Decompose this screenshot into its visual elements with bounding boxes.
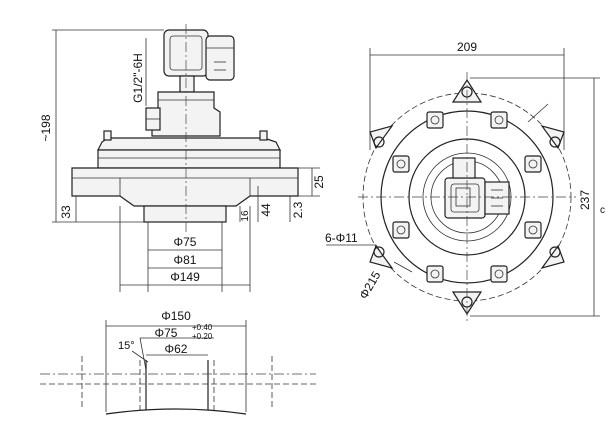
height-dimension: ~198: [39, 114, 53, 141]
top-view: 209 237: [325, 40, 600, 322]
dim-33: 33: [59, 205, 73, 219]
dim-phi149: Φ149: [170, 270, 200, 284]
stray-mark: c: [600, 205, 605, 216]
dim-phi150: Φ150: [161, 309, 191, 323]
dim-2-3: 2.3: [291, 201, 305, 218]
valve-body: [71, 167, 299, 207]
valve-flange: [97, 149, 281, 169]
dim-phi75-tol: Φ75: [155, 326, 178, 340]
dim-44: 44: [259, 203, 273, 217]
valve-cover: [97, 137, 281, 151]
tank-detail: Φ150 Φ75 +0.40 +0.20 Φ62 15°: [40, 309, 316, 415]
dim-phi62: Φ62: [165, 342, 188, 356]
dim-width-209: 209: [457, 40, 477, 54]
cover-bolts: [392, 111, 542, 283]
angle-15: 15°: [118, 340, 135, 352]
outlet-pipe: [143, 205, 227, 223]
dim-height-237: 237: [578, 190, 592, 210]
dim-phi81: Φ81: [174, 253, 197, 267]
side-view: ~198 G1/2"-6H 33 16 44 2.3 25 Φ75 Φ81: [39, 24, 326, 292]
cable-connector: [205, 35, 235, 81]
dim-16: 16: [240, 210, 251, 222]
pcd-label: Φ215: [356, 269, 383, 302]
thread-label: G1/2"-6H: [131, 53, 145, 103]
holes-label: 6-Φ11: [325, 231, 358, 245]
dim-phi75: Φ75: [174, 235, 197, 249]
tol-upper: +0.40: [192, 323, 213, 332]
dim-25: 25: [312, 175, 326, 189]
tol-lower: +0.20: [192, 332, 213, 341]
